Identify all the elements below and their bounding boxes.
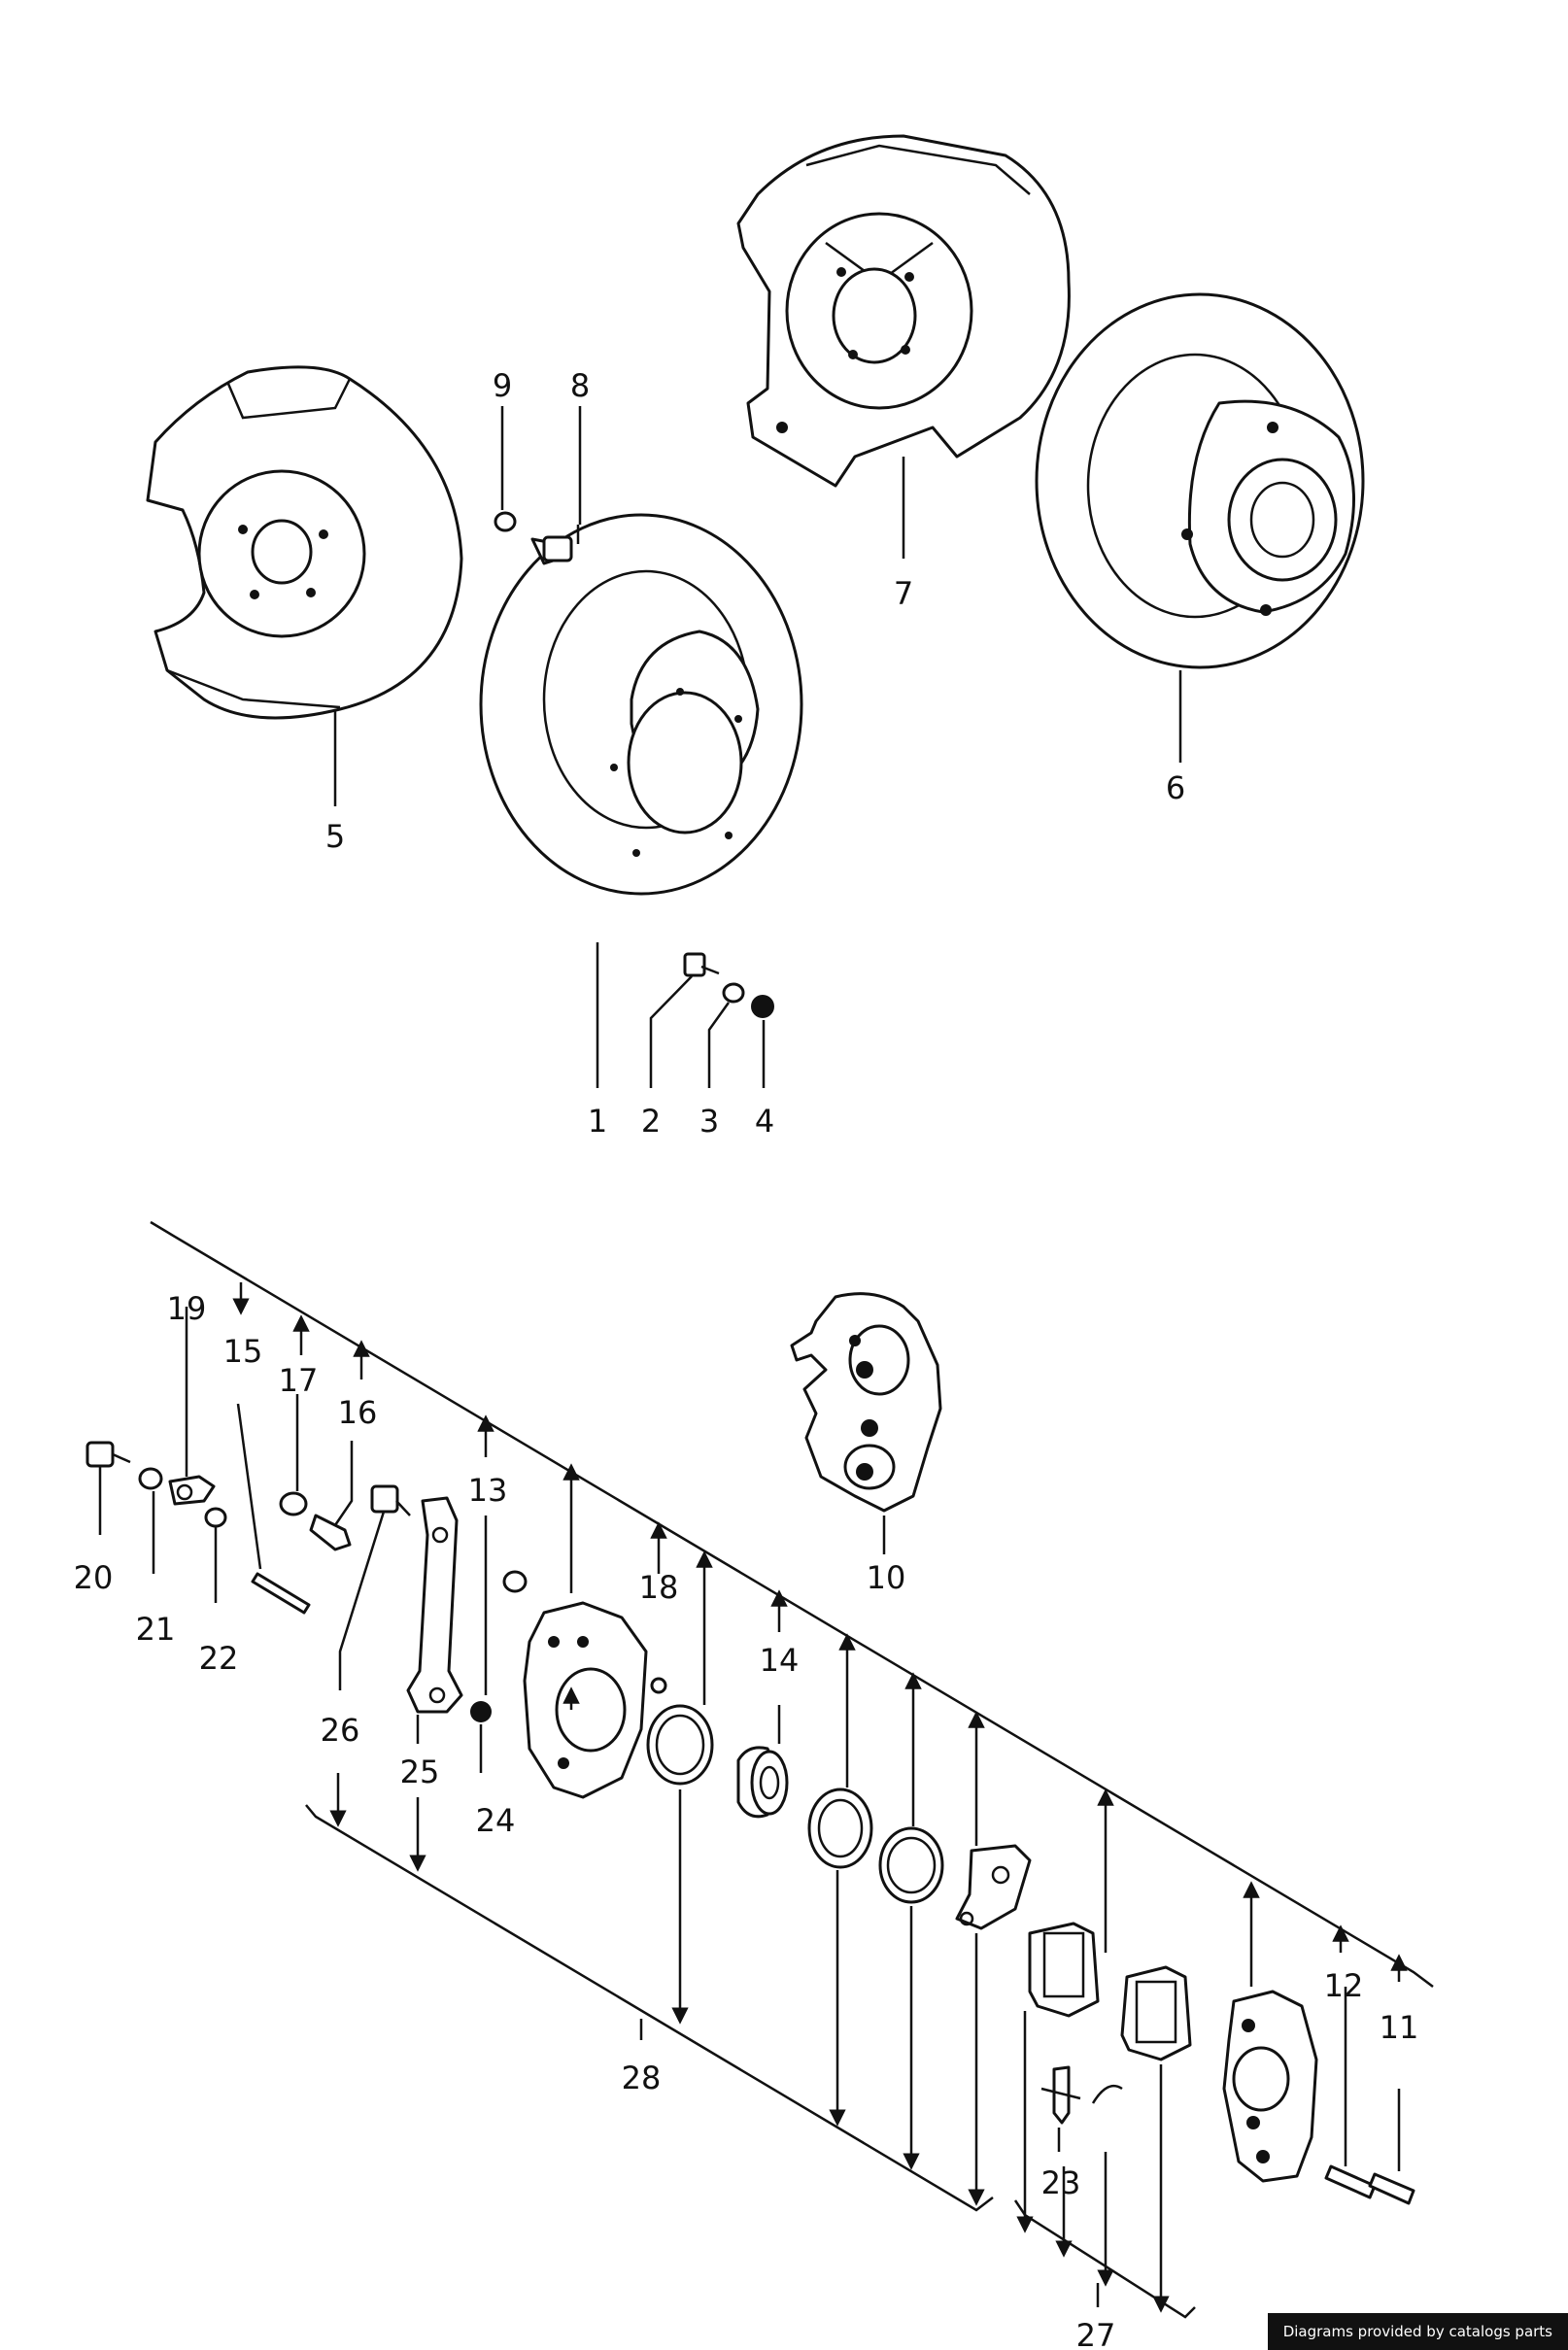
callout-6: 6 <box>1166 769 1185 806</box>
bolt-12 <box>1324 2164 1377 2199</box>
caliper-half-inner <box>523 1601 648 1799</box>
spring-clip <box>1091 2084 1123 2104</box>
callout-2: 2 <box>641 1103 661 1140</box>
callout-10: 10 <box>867 1559 906 1596</box>
callout-18: 18 <box>639 1569 679 1606</box>
dust-shield-left <box>146 365 463 720</box>
bolt-2 <box>683 952 720 977</box>
bolt-26 <box>370 1484 411 1516</box>
callout-28: 28 <box>622 2060 662 2096</box>
nut-4 <box>751 995 774 1018</box>
callout-11: 11 <box>1380 2009 1419 2046</box>
callout-9: 9 <box>493 367 512 404</box>
piston-seal-ring <box>646 1704 714 1786</box>
nut-24 <box>470 1701 492 1722</box>
callout-17: 17 <box>279 1362 319 1399</box>
pin-15 <box>251 1572 311 1615</box>
callout-5: 5 <box>325 818 345 855</box>
callout-16: 16 <box>338 1394 378 1431</box>
brake-pad-2 <box>1120 1965 1192 2061</box>
brake-rotor-hub <box>1035 292 1365 669</box>
washer-22 <box>204 1507 227 1528</box>
seal-18 <box>650 1677 667 1694</box>
callout-4: 4 <box>755 1103 774 1140</box>
callout-1: 1 <box>588 1103 607 1140</box>
caliper-half-outer <box>1222 1990 1318 2183</box>
callout-26: 26 <box>321 1712 360 1749</box>
plate-25 <box>406 1496 463 1714</box>
bolt-11 <box>1368 2172 1415 2205</box>
washer-21 <box>138 1467 163 1490</box>
bleeder-bolt-20 <box>85 1441 131 1468</box>
banjo-19 <box>168 1475 216 1506</box>
credit-banner: Diagrams provided by catalogs parts <box>1267 2313 1568 2350</box>
bolt-8 <box>530 525 580 565</box>
callout-27: 27 <box>1076 2317 1116 2350</box>
anti-rattle-spring-23 <box>1040 2065 1081 2125</box>
callout-24: 24 <box>476 1802 516 1839</box>
piston-14 <box>736 1746 789 1819</box>
callout-3: 3 <box>699 1103 719 1140</box>
washer-9 <box>494 511 517 532</box>
nut-13 <box>502 1570 528 1593</box>
brake-disc <box>479 513 803 896</box>
retaining-ring <box>878 1826 944 1904</box>
callout-25: 25 <box>400 1754 440 1790</box>
callout-20: 20 <box>74 1559 114 1596</box>
callout-15: 15 <box>223 1333 263 1370</box>
cap-17 <box>279 1491 308 1516</box>
heat-shield-plate <box>955 1844 1032 1930</box>
callout-7: 7 <box>894 575 913 612</box>
callout-labels: 1 2 3 4 5 6 7 8 9 10 11 12 13 14 15 16 1… <box>74 367 1419 2350</box>
dust-shield-right <box>736 134 1071 488</box>
callout-13: 13 <box>468 1472 508 1509</box>
washer-3 <box>722 982 745 1004</box>
leaders-lower <box>98 1282 1408 2313</box>
callout-22: 22 <box>199 1640 239 1677</box>
callout-14: 14 <box>760 1642 800 1679</box>
screw-16 <box>309 1514 352 1551</box>
caliper-assembly <box>790 1292 942 1513</box>
callout-23: 23 <box>1041 2164 1081 2201</box>
callout-21: 21 <box>136 1611 176 1648</box>
dust-boot-ring <box>807 1788 873 1869</box>
leaders-upper <box>333 406 1182 1088</box>
callout-8: 8 <box>570 367 590 404</box>
callout-19: 19 <box>167 1290 207 1327</box>
callout-12: 12 <box>1324 1967 1364 2004</box>
brake-pad-1 <box>1028 1922 1100 2018</box>
